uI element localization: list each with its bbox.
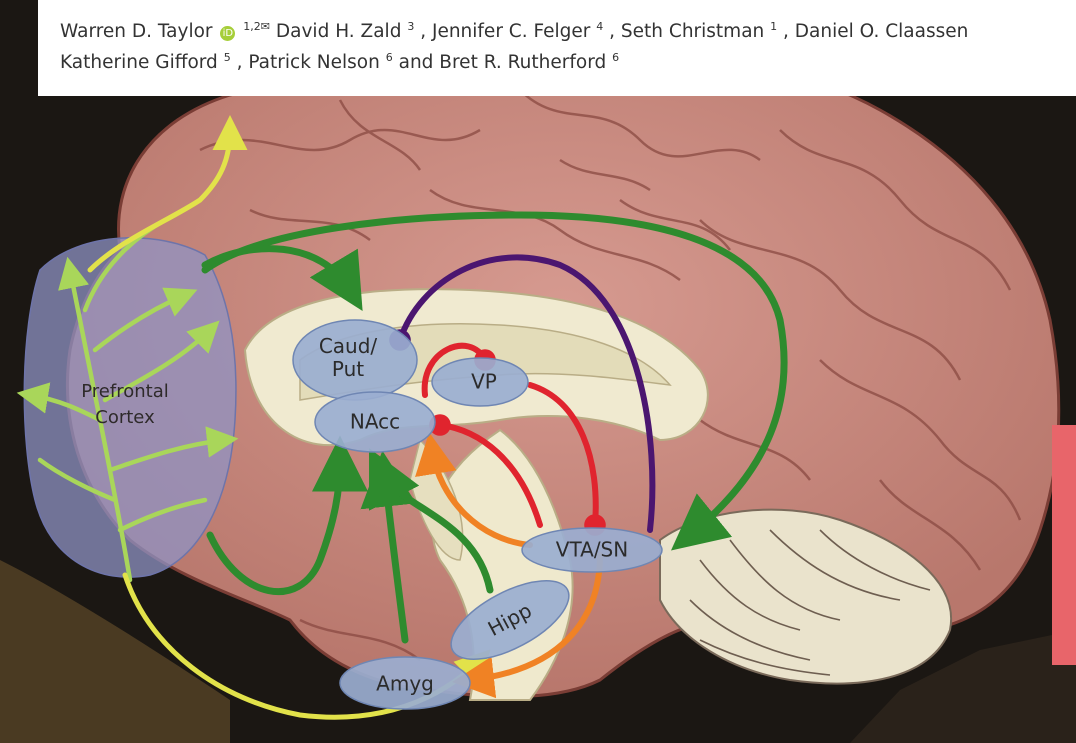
label-nacc: NAcc bbox=[350, 411, 400, 434]
author-strip: Warren D. Taylor iD 1,2✉ David H. Zald 3… bbox=[38, 0, 1076, 96]
affiliation-sup: 1 bbox=[770, 20, 777, 33]
author-name: Katherine Gifford bbox=[60, 52, 218, 73]
author-line-2: Katherine Gifford 5 , Patrick Nelson 6 a… bbox=[60, 43, 619, 77]
affiliation-sup: 4 bbox=[596, 20, 603, 33]
label-amyg: Amyg bbox=[376, 673, 434, 696]
side-accent-bar bbox=[1052, 425, 1076, 665]
author-name: David H. Zald bbox=[276, 21, 402, 42]
author-name: Warren D. Taylor bbox=[60, 21, 213, 42]
author-name: , Daniel O. Claassen bbox=[783, 21, 968, 42]
author-name: , Jennifer C. Felger bbox=[420, 21, 590, 42]
label-caud-put: Caud/Put bbox=[319, 335, 377, 381]
author-name: , Patrick Nelson bbox=[237, 52, 380, 73]
affiliation-sup: 3 bbox=[407, 20, 414, 33]
label-vp: VP bbox=[471, 371, 497, 394]
author-name: and Bret R. Rutherford bbox=[399, 52, 607, 73]
affiliation-sup: 1,2✉ bbox=[243, 20, 270, 33]
affiliation-sup: 6 bbox=[612, 51, 619, 64]
author-name: , Seth Christman bbox=[609, 21, 764, 42]
orcid-icon[interactable]: iD bbox=[220, 26, 235, 41]
label-vta-sn: VTA/SN bbox=[556, 539, 628, 562]
author-line-1: Warren D. Taylor iD 1,2✉ David H. Zald 3… bbox=[60, 12, 968, 46]
affiliation-sup: 5 bbox=[224, 51, 231, 64]
affiliation-sup: 6 bbox=[386, 51, 393, 64]
